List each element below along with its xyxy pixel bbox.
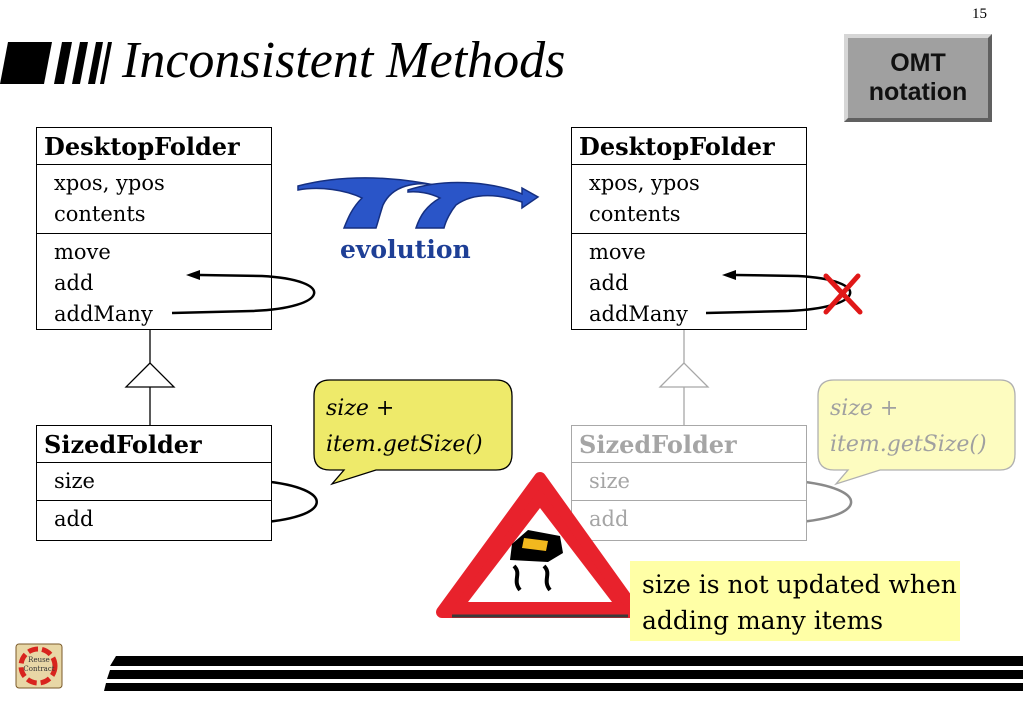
left-sizedfolder-class: SizedFolder size add [36,425,272,541]
attributes-section: xpos, ypos contents [572,165,806,234]
class-name: SizedFolder [37,426,271,463]
attribute-row: xpos, ypos [589,171,700,195]
method-row: move [589,240,646,264]
call-arrow-addmany-to-add [705,273,852,315]
footer-lines-decoration [104,656,1023,691]
logo-text-line2: Contract [23,665,54,673]
left-speech-bubble-text: size + item.getSize() [326,391,483,463]
right-speech-bubble-text: size + item.getSize() [830,391,987,463]
class-name: DesktopFolder [572,128,806,165]
arrowhead [186,270,200,280]
title-bars-decoration [0,42,112,84]
attributes-section: size [572,463,806,501]
attribute-row: size [589,469,630,493]
class-name: DesktopFolder [37,128,271,165]
attribute-row: size [54,469,95,493]
method-row: add [54,271,94,295]
method-row: add [54,507,94,531]
bubble-method-text: item.getSize() [830,432,987,457]
omt-badge-line2: notation [868,78,968,106]
right-sizedfolder-class: SizedFolder size add [571,425,807,541]
method-row: add [589,271,629,295]
methods-section: add [37,501,271,538]
attribute-row: contents [54,202,146,226]
omt-notation-badge: OMT notation [844,34,992,122]
attributes-section: size [37,463,271,501]
bubble-size-text: size [830,396,873,421]
right-desktopfolder-class: DesktopFolder xpos, ypos contents move a… [571,127,807,330]
evolution-label: evolution [340,235,471,264]
method-row: addMany [54,302,153,326]
call-arrow-addmany-to-add [171,273,316,315]
bubble-size-text: size [326,396,369,421]
attribute-row: xpos, ypos [54,171,165,195]
attribute-row: contents [589,202,681,226]
methods-section: move add addMany [572,234,806,333]
attributes-section: xpos, ypos contents [37,165,271,234]
bubble-method-text: item.getSize() [326,432,483,457]
method-row: move [54,240,111,264]
method-row: add [589,507,629,531]
warning-note: size is not updated when adding many ite… [630,561,960,641]
class-name: SizedFolder [572,426,806,463]
methods-section: add [572,501,806,538]
slide-number: 15 [972,6,987,22]
slide-title: Inconsistent Methods [122,32,566,89]
warning-note-line1: size is not updated when [642,570,957,599]
bubble-plus-text: + [872,396,899,421]
left-desktopfolder-class: DesktopFolder xpos, ypos contents move a… [36,127,272,330]
logo-text-line1: Reuse [28,656,50,664]
arrowhead [722,270,736,280]
omt-badge-line1: OMT [890,49,946,77]
warning-note-line2: adding many items [642,606,884,635]
broken-call-cross-icon [823,273,863,315]
method-row: addMany [589,302,688,326]
methods-section: move add addMany [37,234,271,333]
bubble-plus-text: + [368,396,395,421]
reuse-contract-logo-icon: Reuse Contract [15,643,63,689]
